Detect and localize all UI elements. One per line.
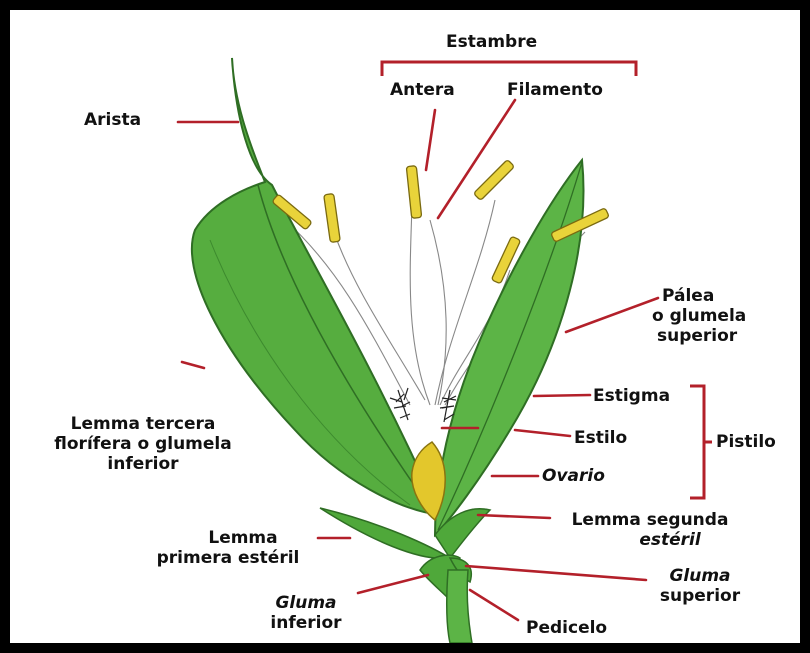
label-pedicelo: Pedicelo [526, 618, 607, 638]
label-lemma-segunda-line1: Lemma segunda [550, 510, 750, 530]
label-estambre: Estambre [446, 32, 537, 52]
label-gluma-superior: Gluma superior [650, 566, 750, 606]
label-lemma-segunda: Lemma segunda estéril [550, 510, 750, 550]
label-antera: Antera [390, 80, 455, 100]
label-gluma-inferior-line1: Gluma [256, 593, 356, 613]
label-lemma-primera-line1: Lemma [138, 528, 318, 548]
label-filamento: Filamento [507, 80, 603, 100]
label-gluma-inferior: Gluma inferior [256, 593, 356, 633]
label-pistilo: Pistilo [716, 432, 776, 452]
label-lemma-primera-line2: primera estéril [138, 548, 318, 568]
label-palea-line3: superior [652, 326, 762, 346]
label-lemma-tercera: Lemma tercera florífera o glumela inferi… [18, 414, 268, 474]
label-lemma-primera: Lemma primera estéril [138, 528, 318, 568]
label-palea-line2: o glumela [652, 306, 762, 326]
label-palea-line1: Pálea [652, 286, 762, 306]
label-gluma-superior-line2: superior [650, 586, 750, 606]
label-lemma-tercera-line3: inferior [18, 454, 268, 474]
label-arista: Arista [84, 110, 141, 130]
label-lemma-tercera-line1: Lemma tercera [18, 414, 268, 434]
pistilo-bracket [690, 386, 712, 498]
label-ovario: Ovario [542, 466, 605, 486]
label-palea: Pálea o glumela superior [652, 286, 762, 346]
label-gluma-inferior-line2: inferior [256, 613, 356, 633]
label-lemma-segunda-line2: estéril [550, 530, 750, 550]
label-estilo: Estilo [574, 428, 627, 448]
diagram-frame: Estambre Antera Filamento Arista Pálea o… [10, 10, 800, 643]
label-gluma-superior-line1: Gluma [650, 566, 750, 586]
label-estigma: Estigma [593, 386, 670, 406]
estambre-bracket [382, 62, 636, 76]
label-lemma-tercera-line2: florífera o glumela [18, 434, 268, 454]
